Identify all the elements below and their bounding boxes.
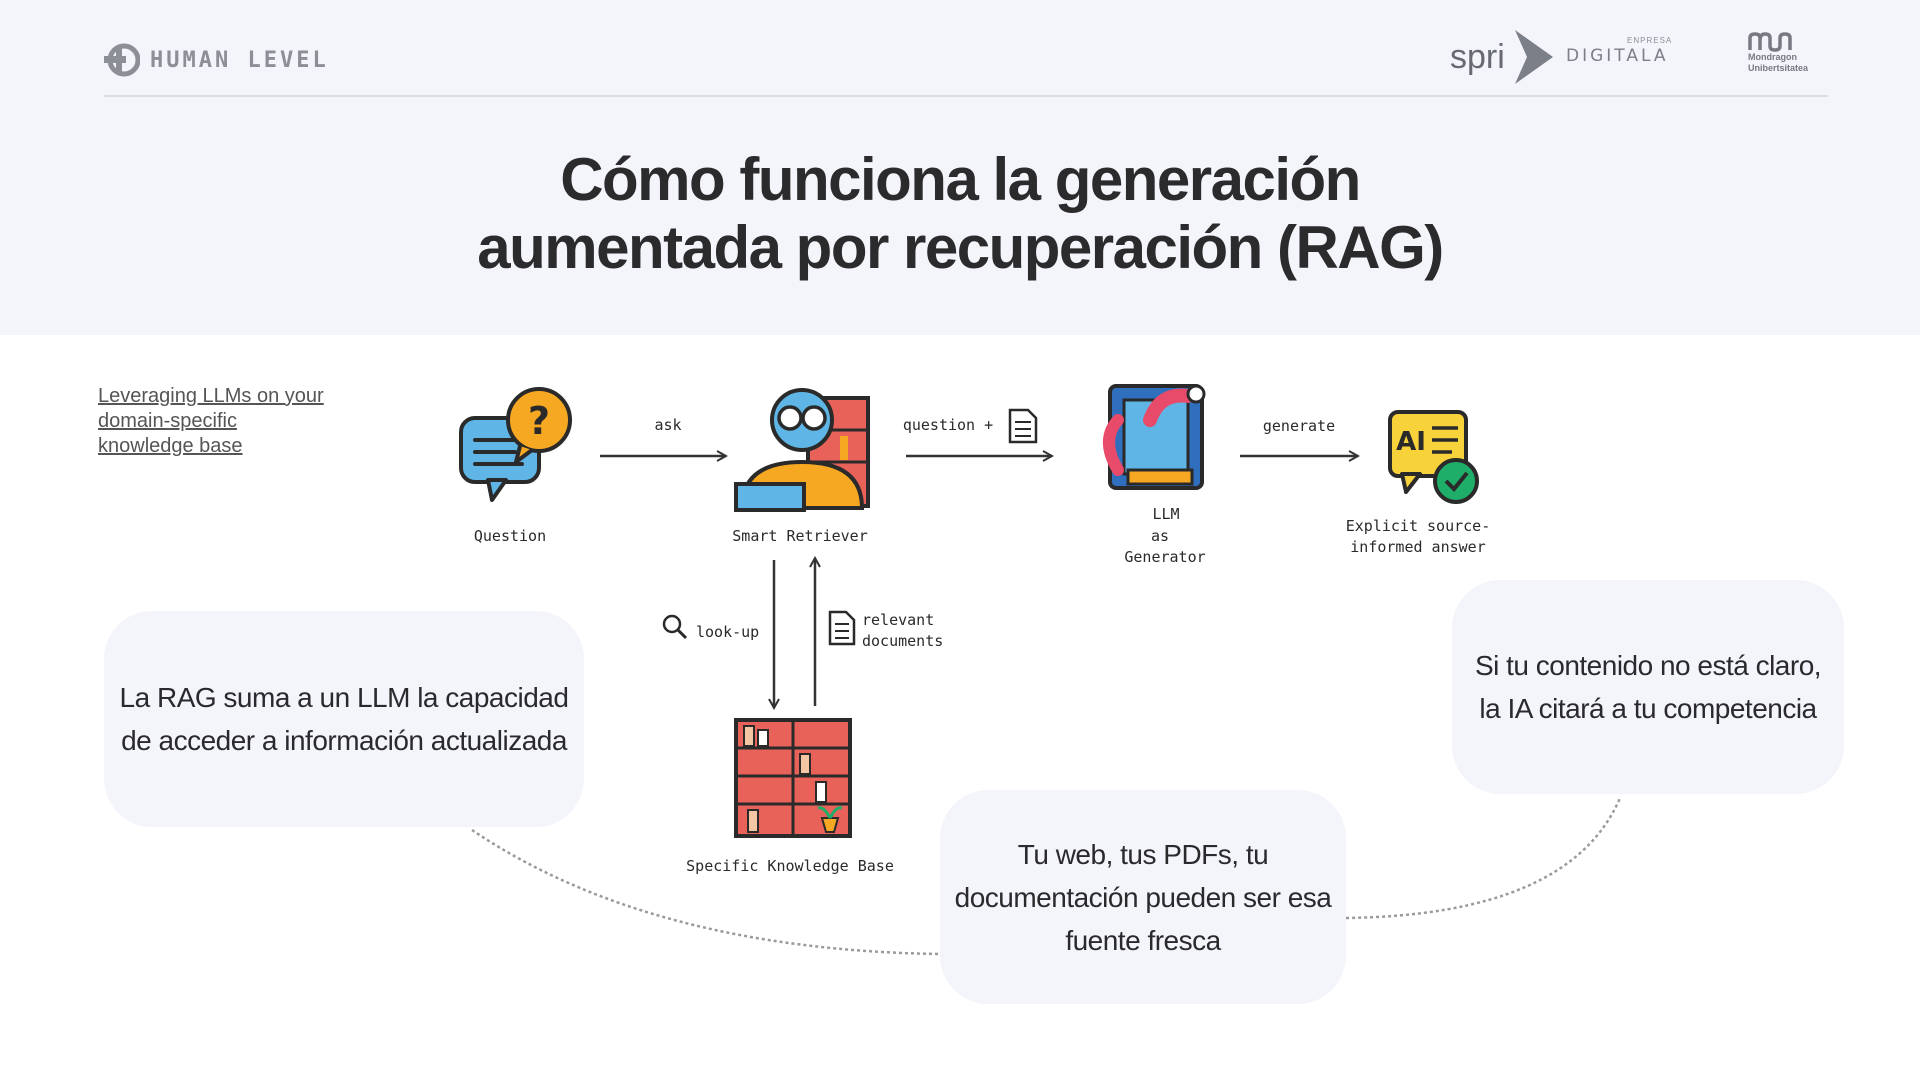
relevant-document-icon: [828, 610, 856, 646]
spri-sub: DIGITALA: [1566, 46, 1669, 66]
edge-relevant-label-2: documents: [862, 632, 943, 650]
title-line-2: aumentada por recuperación (RAG): [477, 214, 1444, 281]
header-band: [0, 0, 1920, 335]
llm-book-icon: [1103, 384, 1206, 490]
answer-label-2: informed answer: [1350, 538, 1485, 556]
info-bubble-right: Si tu contenido no está claro, la IA cit…: [1452, 580, 1844, 794]
edge-generate-label: generate: [1263, 417, 1335, 435]
mondragon-sub: Unibertsitatea: [1748, 63, 1809, 73]
human-level-mark-icon: [104, 43, 140, 77]
answer-icon: AI: [1388, 410, 1479, 504]
llm-label-3: Generator: [1124, 548, 1205, 566]
question-label: Question: [474, 527, 546, 545]
question-icon: ?: [459, 387, 572, 502]
human-level-logo: HUMAN LEVEL: [104, 40, 329, 80]
header-divider: [104, 95, 1828, 97]
source-link[interactable]: Leveraging LLMs on your domain-specific …: [98, 385, 324, 457]
edge-relevant-label-1: relevant: [862, 611, 934, 629]
info-bubble-middle: Tu web, tus PDFs, tu documentación puede…: [940, 790, 1346, 1004]
edge-ask-label: ask: [654, 416, 681, 434]
human-level-wordmark: HUMAN LEVEL: [150, 47, 329, 73]
document-icon: [1008, 408, 1038, 444]
spri-arrow-icon: [1514, 30, 1553, 84]
knowledge-base-label: Specific Knowledge Base: [686, 857, 894, 875]
mondragon-mark-icon: [1748, 32, 1792, 52]
page-title: Cómo funciona la generación aumentada po…: [300, 146, 1620, 282]
connector-middle-to-right: [1345, 797, 1622, 920]
magnifier-icon: [662, 614, 688, 640]
edge-question-label: question +: [903, 416, 993, 434]
smart-retriever-icon: [734, 388, 870, 512]
spri-wordmark: spri: [1450, 37, 1505, 76]
info-bubble-left: La RAG suma a un LLM la capacidad de acc…: [104, 611, 584, 827]
knowledge-base-icon: [734, 718, 852, 838]
svg-text:?: ?: [528, 399, 550, 443]
answer-icon-text: AI: [1396, 427, 1426, 457]
llm-label-1: LLM: [1152, 505, 1179, 523]
llm-label-2: as: [1151, 527, 1169, 545]
edge-lookup-label: look-up: [696, 623, 759, 641]
mondragon-name: Mondragon: [1748, 52, 1797, 62]
retriever-label: Smart Retriever: [732, 527, 867, 545]
spri-sub-small: ENPRESA: [1627, 36, 1673, 45]
spri-logo: spri ENPRESA DIGITALA: [1450, 26, 1671, 88]
title-line-1: Cómo funciona la generación: [560, 146, 1361, 213]
answer-label-1: Explicit source-: [1346, 517, 1491, 535]
